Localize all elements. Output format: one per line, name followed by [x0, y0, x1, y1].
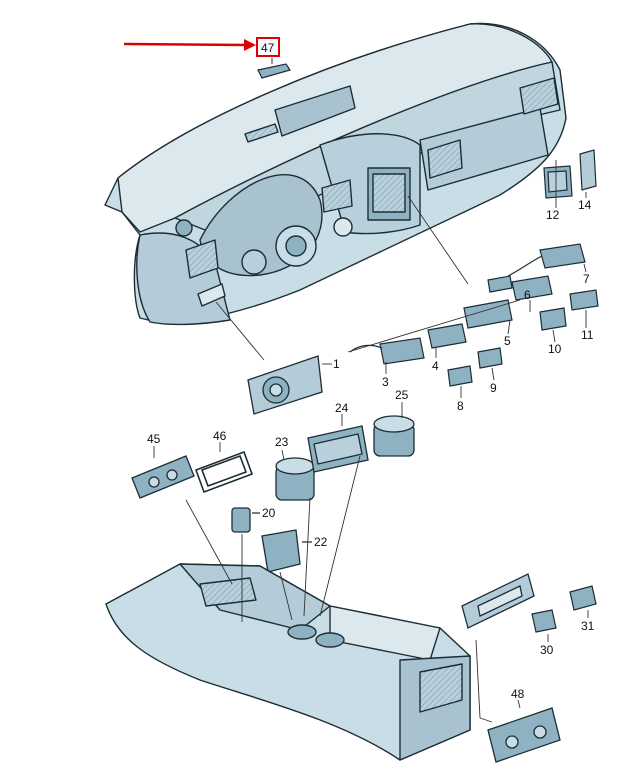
callout-31[interactable]: 31: [581, 619, 595, 633]
part-10-switch: [539, 307, 567, 331]
part-14-cover: [579, 149, 597, 191]
callout-5[interactable]: 5: [504, 334, 511, 348]
callout-48[interactable]: 48: [511, 687, 525, 701]
part-20-socket: [231, 507, 260, 533]
callout-9[interactable]: 9: [490, 381, 497, 395]
part-6-switch: [511, 275, 553, 301]
callout-46[interactable]: 46: [213, 429, 227, 443]
callout-20[interactable]: 20: [262, 506, 276, 520]
callout-24[interactable]: 24: [335, 401, 349, 415]
callout-47[interactable]: 47: [261, 41, 275, 55]
dashboard-panel: [104, 22, 567, 326]
callout-3[interactable]: 3: [382, 375, 389, 389]
part-12-switch: [543, 165, 573, 199]
part-4-switch: [427, 323, 467, 349]
callout-45[interactable]: 45: [147, 432, 161, 446]
part-7-switch: [487, 243, 586, 293]
callout-8[interactable]: 8: [457, 399, 464, 413]
part-30-button: [531, 609, 557, 633]
callout-4[interactable]: 4: [432, 359, 439, 373]
part-22-switch: [261, 529, 312, 573]
part-45-control-unit: [131, 455, 195, 499]
part-5-switch: [463, 299, 513, 329]
part-25-knob: [373, 415, 415, 457]
callout-30[interactable]: 30: [540, 643, 554, 657]
part-9-switch: [477, 347, 503, 369]
callout-10[interactable]: 10: [548, 342, 562, 356]
part-3-switch: [349, 337, 425, 365]
callout-22[interactable]: 22: [314, 535, 328, 549]
callout-12[interactable]: 12: [546, 208, 560, 222]
part-24-switch-panel: [307, 425, 369, 473]
callout-6[interactable]: 6: [524, 288, 531, 302]
callout-1[interactable]: 1: [333, 357, 340, 371]
part-47-clip: [257, 58, 291, 79]
callout-14[interactable]: 14: [578, 198, 592, 212]
callout-7[interactable]: 7: [583, 272, 590, 286]
callout-23[interactable]: 23: [275, 435, 289, 449]
part-1-light-switch: [247, 355, 323, 415]
callout-25[interactable]: 25: [395, 388, 409, 402]
rear-trim-panel: [461, 573, 535, 629]
part-23-knob: [275, 457, 315, 501]
part-46-frame: [194, 450, 254, 494]
part-48-rear-control: [487, 707, 561, 763]
highlight-box-47: [256, 37, 280, 57]
leader-lines: [153, 160, 589, 723]
part-8-switch: [447, 365, 473, 387]
highlight-arrow: [123, 39, 256, 51]
callout-11[interactable]: 11: [581, 328, 594, 342]
part-31-button: [569, 585, 597, 611]
center-console: [105, 563, 471, 761]
part-11-switch: [569, 289, 599, 311]
